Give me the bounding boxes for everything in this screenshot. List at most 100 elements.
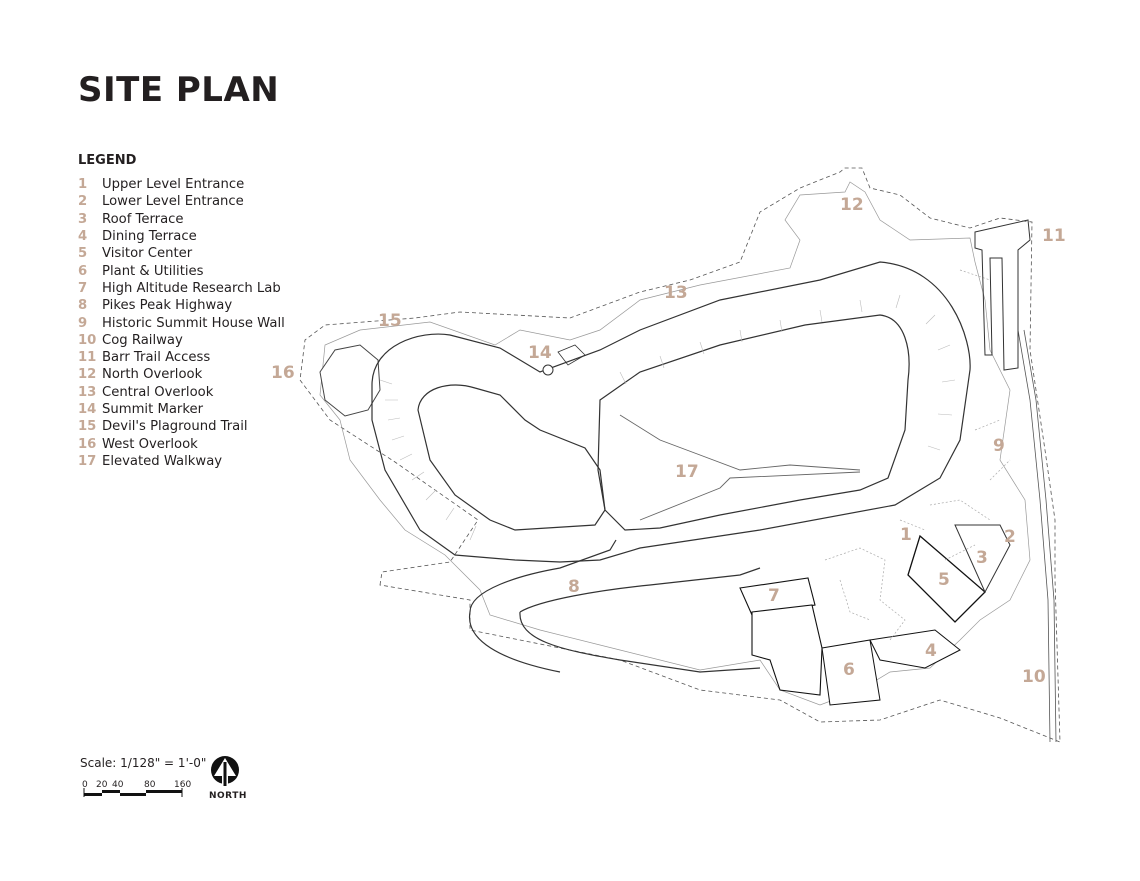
plan-label-9: 9 [993,436,1005,456]
west-overlook [319,344,381,417]
legend-item: 11 Barr Trail Access [78,349,285,366]
legend-label: Pikes Peak Highway [102,298,233,314]
legend: LEGEND 1 Upper Level Entrance 2 Lower Leve… [78,153,285,470]
plan-label-13: 13 [664,283,688,303]
page-title: SITE PLAN [78,70,280,110]
legend-number: 10 [78,332,97,348]
legend-list: 1 Upper Level Entrance 2 Lower Level Entra… [78,176,285,470]
legend-label: Plant & Utilities [102,263,204,279]
scale-tick: 40 [112,780,124,790]
barr-trail-access [974,219,1031,371]
legend-number: 13 [78,384,97,400]
plan-label-15: 15 [378,311,402,331]
legend-item: 13 Central Overlook [78,384,285,401]
legend-label: North Overlook [102,367,203,383]
summit-road-outer [371,261,971,563]
legend-label: West Overlook [102,436,198,452]
plan-label-11: 11 [1042,226,1066,246]
plan-label-17: 17 [675,462,699,482]
north-label: NORTH [209,791,247,801]
legend-number: 11 [78,350,97,366]
scale-bar [83,788,183,797]
legend-label: Barr Trail Access [102,350,211,366]
summit-road-inner-west [417,384,606,531]
legend-number: 3 [78,211,88,227]
legend-heading: LEGEND [78,153,137,168]
lower-building [869,629,961,669]
legend-item: 4 Dining Terrace [78,228,285,245]
parking-stalls [379,294,956,541]
legend-number: 9 [78,315,88,331]
plan-label-7: 7 [768,586,780,606]
legend-item: 5 Visitor Center [78,245,285,262]
legend-number: 2 [78,194,88,210]
scale-tick: 80 [144,780,156,790]
plan-label-2: 2 [1004,527,1016,547]
legend-number: 15 [78,419,97,435]
legend-number: 17 [78,453,97,469]
summit-road-inner-east [597,314,910,531]
visitor-center [907,534,986,623]
legend-item: 7 High Altitude Research Lab [78,280,285,297]
elevated-walkway [619,414,861,521]
scale-tick: 0 [82,780,88,790]
plan-label-5: 5 [938,570,950,590]
legend-number: 12 [78,367,97,383]
plant-utilities [751,604,823,696]
plan-label-14: 14 [528,343,552,363]
legend-number: 6 [78,263,88,279]
legend-item: 3 Roof Terrace [78,211,285,228]
plan-label-12: 12 [840,195,864,215]
research-lab [739,577,816,616]
legend-number: 5 [78,246,88,262]
legend-label: Central Overlook [102,384,214,400]
legend-item: 1 Upper Level Entrance [78,176,285,193]
legend-number: 4 [78,229,88,245]
legend-item: 6 Plant & Utilities [78,262,285,279]
legend-number: 16 [78,436,97,452]
plan-label-10: 10 [1022,667,1046,687]
legend-item: 12 North Overlook [78,366,285,383]
north-arrow-icon [211,756,239,786]
legend-item: 8 Pikes Peak Highway [78,297,285,314]
rock-texture [824,269,1011,641]
legend-label: Devil's Plaground Trail [102,419,248,435]
legend-label: High Altitude Research Lab [102,280,281,296]
legend-label: Upper Level Entrance [102,177,245,193]
plan-label-16: 16 [271,363,295,383]
terrain-outline [319,181,1031,706]
plan-label-4: 4 [925,641,937,661]
roof-terrace [954,524,1011,594]
scale-tick: 160 [174,780,192,790]
legend-label: Dining Terrace [102,229,197,245]
legend-number: 7 [78,280,88,296]
legend-label: Historic Summit House Wall [102,315,285,331]
building-annex [821,639,881,706]
plan-label-3: 3 [976,548,988,568]
legend-item: 15 Devil's Plaground Trail [78,418,285,435]
plan-label-8: 8 [568,577,580,597]
summit-marker-base [557,344,586,366]
legend-item: 2 Lower Level Entrance [78,193,285,210]
cog-railway [1017,329,1057,743]
legend-number: 8 [78,298,88,314]
highway [468,539,761,673]
plan-label-1: 1 [900,525,912,545]
plan-label-6: 6 [843,660,855,680]
legend-item: 14 Summit Marker [78,401,285,418]
legend-label: Summit Marker [102,402,204,417]
site-boundary [299,167,1061,743]
legend-label: Elevated Walkway [102,453,223,469]
scale-text: Scale: 1/128" = 1'-0" [80,756,207,770]
scale-tick: 20 [96,780,108,790]
legend-label: Lower Level Entrance [102,194,244,210]
legend-label: Roof Terrace [102,211,184,227]
legend-item: 16 West Overlook [78,435,285,452]
legend-label: Visitor Center [102,246,193,262]
legend-number: 1 [78,177,88,193]
legend-number: 14 [78,402,97,417]
legend-item: 17 Elevated Walkway [78,453,285,470]
legend-item: 9 Historic Summit House Wall [78,314,285,331]
